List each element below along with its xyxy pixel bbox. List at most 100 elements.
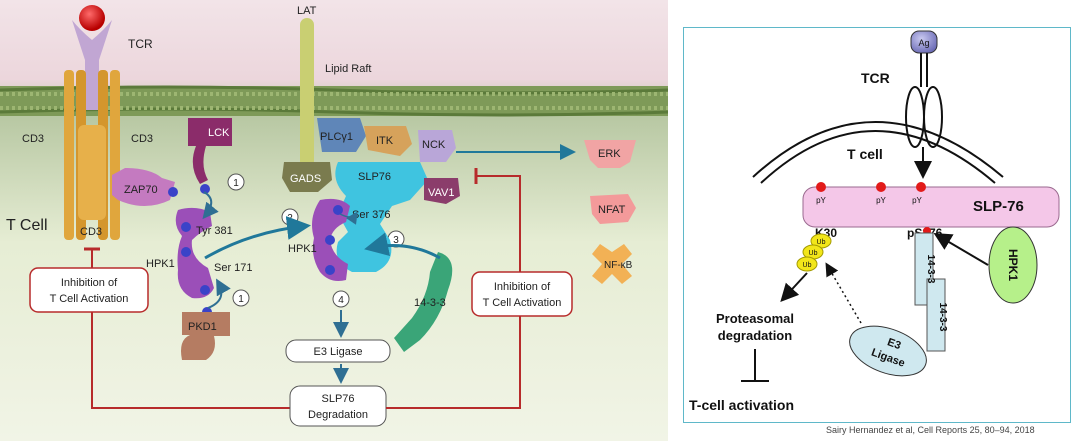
- step-2: 2: [287, 213, 293, 224]
- tcr-receptor-right: [905, 30, 943, 148]
- t-cell-right-label: T cell: [847, 146, 883, 162]
- ag-label: Ag: [918, 38, 929, 48]
- tcell-activation-label: T-cell activation: [689, 397, 794, 413]
- cd3-bottom-label: CD3: [80, 226, 102, 238]
- lat-label: LAT: [297, 5, 317, 17]
- py-label-2: pY: [876, 196, 886, 205]
- nfkb-protein: [592, 244, 632, 284]
- e3-label-1: E3: [886, 336, 903, 352]
- inhibition-left-line2: T Cell Activation: [50, 293, 129, 305]
- hpk1-left-label: HPK1: [146, 258, 175, 270]
- protein-1433-b-label: 14-3-3: [937, 303, 948, 332]
- nck-label: NCK: [422, 139, 446, 151]
- tyr381-label: Tyr 381: [196, 225, 233, 237]
- membrane-arc-inner: [760, 130, 996, 184]
- arrow-to-proteasome: [780, 272, 808, 302]
- protein-1433: [394, 252, 453, 352]
- py-label-1: pY: [816, 196, 826, 205]
- slp76-degradation-line1: SLP76: [321, 393, 354, 405]
- pkd1-label: PKD1: [188, 321, 217, 333]
- ub-label-2: Ub: [809, 250, 818, 257]
- arrow-e3-ubiquitination: [825, 262, 862, 324]
- lck-protein: [188, 118, 232, 184]
- itk-protein: [364, 126, 412, 156]
- inhibition-right-line2: T Cell Activation: [483, 297, 562, 309]
- arrow-hpk1-phospho: [933, 232, 989, 266]
- protein-1433-b: [926, 278, 946, 352]
- cd3-right-label: CD3: [131, 133, 153, 145]
- left-pathway-diagram: TCR CD3 CD3 CD3 T Cell Inhibition of T C…: [0, 0, 669, 441]
- zap70-protein: [112, 168, 175, 206]
- step-4: 4: [338, 295, 344, 306]
- vav1-label: VAV1: [428, 187, 455, 199]
- arrow-lck-tyr: [202, 191, 219, 220]
- py-dot-1: [816, 182, 826, 192]
- hpk1-right-label: HPK1: [288, 243, 317, 255]
- e3-ligase-label: E3 Ligase: [314, 346, 363, 358]
- ub-label-3: Ub: [803, 262, 812, 269]
- inhibition-right-line1: Inhibition of: [494, 281, 551, 293]
- arrow-pkd1-ser: [207, 278, 231, 309]
- plcg1-protein: [317, 118, 366, 152]
- membrane-arc-outer: [752, 121, 1004, 178]
- hpk1-right-protein: [312, 198, 350, 281]
- py-dot-2: [876, 182, 886, 192]
- hpk1-ellipse: [988, 226, 1038, 304]
- protein-1433-label: 14-3-3: [414, 297, 446, 309]
- e3-ligase-ellipse: [849, 325, 927, 377]
- left-pathway-panel: TCR CD3 CD3 CD3 T Cell Inhibition of T C…: [0, 0, 669, 441]
- zap70-label: ZAP70: [124, 184, 158, 196]
- t-cell-label: T Cell: [6, 217, 48, 234]
- right-slp76-panel: Ag TCR T cell pY pY pY SLP-76 K30 pS376 …: [683, 27, 1071, 423]
- slp76-degradation-line2: Degradation: [308, 409, 368, 421]
- proteasomal-label-2: degradation: [718, 328, 792, 343]
- tcr-label: TCR: [128, 37, 153, 51]
- vav1-protein: [424, 178, 460, 204]
- slp76-protein: [335, 162, 428, 272]
- gads-protein: [282, 162, 332, 192]
- inhibition-left: [29, 247, 290, 409]
- itk-label: ITK: [376, 135, 394, 147]
- pkd1-protein: [181, 312, 230, 360]
- nfat-label: NFAT: [598, 204, 626, 216]
- step-1a: 1: [233, 178, 239, 189]
- erk-protein: [584, 140, 636, 168]
- e3-ligase-box: [285, 339, 391, 363]
- nfkb-label: NF-κB: [604, 260, 633, 271]
- plcg1-label: PLCγ1: [320, 131, 353, 143]
- nck-protein: [418, 130, 456, 162]
- gads-label: GADS: [290, 173, 321, 185]
- ser376-label: Ser 376: [352, 209, 391, 221]
- inhibition-left-line1: Inhibition of: [61, 277, 118, 289]
- arrow-1433-binding: [364, 232, 441, 260]
- ser171-label: Ser 171: [214, 262, 253, 274]
- py-label-3: pY: [912, 196, 922, 205]
- slp76-degradation-box: [289, 385, 387, 427]
- protein-1433-a-label: 14-3-3: [925, 255, 936, 284]
- ubiquitin-chain: [796, 233, 832, 272]
- ub-label-1: Ub: [817, 239, 826, 246]
- py-dot-3: [916, 182, 926, 192]
- arrow-hpk1-translocation: [204, 216, 311, 260]
- hpk1-right-label: HPK1: [1006, 249, 1020, 281]
- nfat-protein: [590, 194, 636, 224]
- step-1b: 1: [238, 294, 244, 305]
- right-slp76-diagram: Ag TCR T cell pY pY pY SLP-76 K30 pS376 …: [683, 27, 1071, 423]
- step-3: 3: [393, 235, 399, 246]
- inhibition-right: [386, 168, 573, 409]
- arrow-ser376: [339, 211, 358, 225]
- erk-label: ERK: [598, 148, 621, 160]
- lipid-raft-label: Lipid Raft: [325, 63, 371, 75]
- citation: Sairy Hernandez et al, Cell Reports 25, …: [826, 425, 1035, 435]
- lat-protein: [300, 18, 314, 168]
- slp76-label: SLP76: [358, 171, 391, 183]
- cd3-left-label: CD3: [22, 133, 44, 145]
- cd3-complex: [64, 70, 120, 240]
- slp76-right-label: SLP-76: [973, 198, 1024, 215]
- hpk1-left-protein: [168, 184, 214, 317]
- tcr-receptor: [72, 5, 112, 110]
- lck-label: LCK: [208, 127, 230, 139]
- tcr-right-label: TCR: [861, 70, 890, 86]
- slp76-bar: [802, 186, 1060, 228]
- proteasomal-label-1: Proteasomal: [716, 311, 794, 326]
